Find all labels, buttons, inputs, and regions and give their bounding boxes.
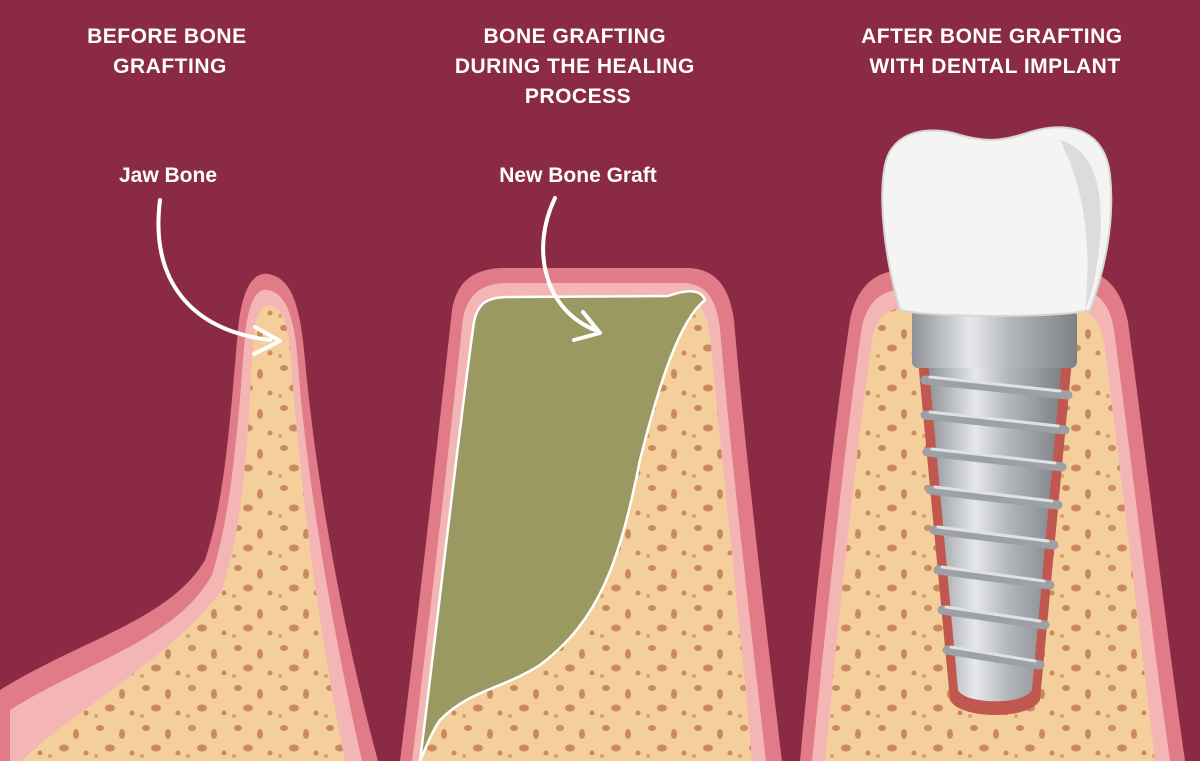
title-after-implant: AFTER BONE GRAFTING WITH DENTAL IMPLANT <box>861 25 1129 78</box>
panel-before-grafting <box>0 273 378 761</box>
arrowhead <box>572 310 602 342</box>
jaw-bone <box>22 305 345 761</box>
title-during-healing: BONE GRAFTING DURING THE HEALING PROCESS <box>455 25 701 108</box>
arrow-to-bone-graft <box>541 196 597 332</box>
panel-after-implant <box>800 126 1185 761</box>
arrowhead <box>252 325 282 356</box>
crown-shading <box>1060 140 1101 310</box>
arrow-to-jaw-bone <box>156 198 272 342</box>
abutment <box>912 310 1077 368</box>
label-new-bone-graft: New Bone Graft <box>499 164 657 187</box>
dental-crown <box>881 126 1113 317</box>
panel-during-healing <box>400 268 782 761</box>
implant-screw <box>912 310 1077 702</box>
title-before-grafting: BEFORE BONE GRAFTING <box>87 25 253 78</box>
label-jaw-bone: Jaw Bone <box>119 164 217 187</box>
new-bone-graft <box>418 290 707 761</box>
